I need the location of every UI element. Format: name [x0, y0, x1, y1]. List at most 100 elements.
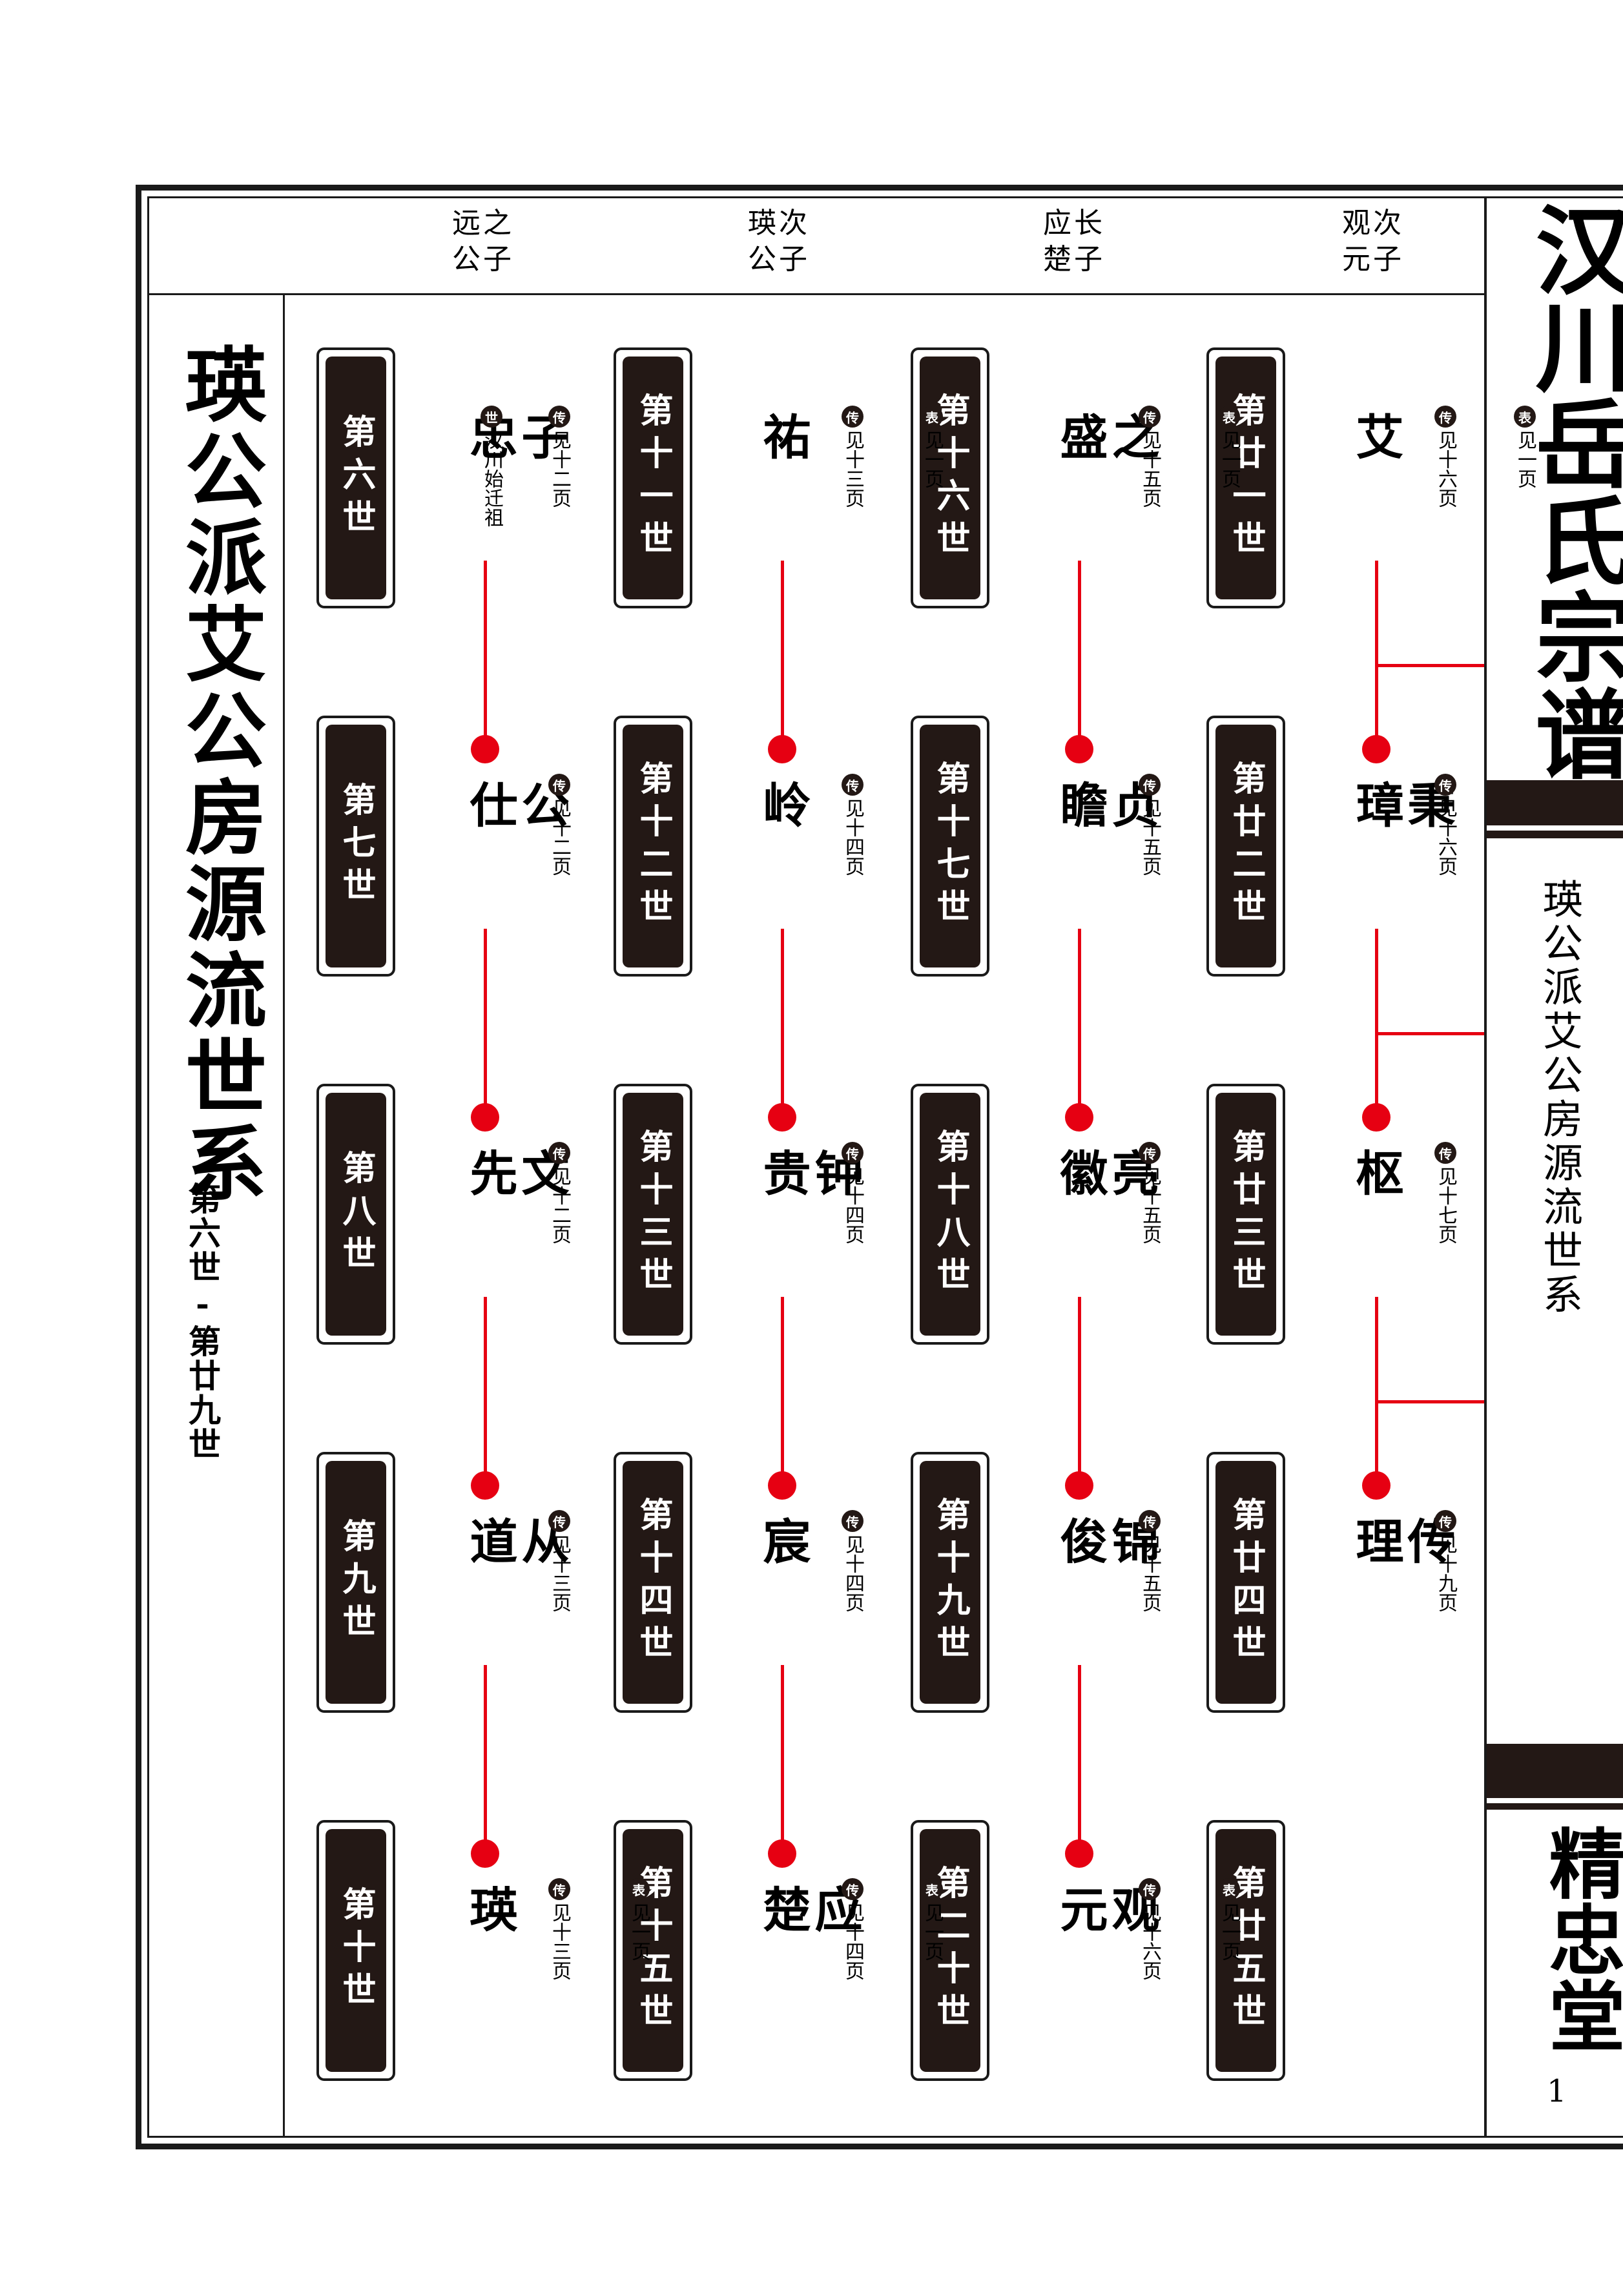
person-references: 传见十二页: [515, 1142, 603, 1244]
generation-label-bg: 第廿三世: [1215, 1093, 1276, 1336]
right-subtitle: 瑛公派艾公房源流世系: [1536, 878, 1583, 1318]
lineage-dot: [471, 1839, 499, 1868]
lineage-dot: [768, 1103, 796, 1132]
person-name: 亮徽: [1052, 1148, 1159, 1199]
zhuan-mark-icon: 传: [842, 406, 863, 428]
biao-mark-icon: 表: [921, 406, 943, 428]
book-title: 汉川岳氏宗谱: [1519, 200, 1623, 781]
person-references: 传见十九页: [1401, 1510, 1489, 1612]
column-header-top: 应长: [1043, 207, 1105, 240]
lineage-line: [1078, 1297, 1081, 1485]
page-reference: 见十六页: [1139, 1903, 1161, 1980]
generation-label-bg: 第廿二世: [1215, 725, 1276, 967]
generation-label: 第九世: [316, 1452, 395, 1713]
lineage-dot: [768, 1839, 796, 1868]
page-reference: 见十四页: [842, 1535, 864, 1612]
column-header-bottom: 楚子: [1043, 243, 1105, 276]
page-reference: 见一页: [1514, 430, 1536, 488]
generation-label-bg: 第十三世: [623, 1093, 683, 1336]
biao-mark-icon: 表: [1218, 406, 1240, 428]
inner-frame: [147, 196, 1623, 2138]
generation-label-bg: 第十四世: [623, 1461, 683, 1704]
reference-column: 传见十六页: [1106, 1878, 1194, 1980]
page-reference: 见一页: [921, 430, 944, 488]
reference-column: 传见十五页: [1106, 406, 1194, 508]
person-references: 传见十五页: [1106, 774, 1194, 876]
generation-label-text: 第十三世: [634, 1129, 672, 1299]
reference-column: 传见十七页: [1401, 1142, 1489, 1244]
generation-label-bg: 第廿一世: [1215, 357, 1276, 599]
lineage-dot: [1362, 1103, 1390, 1132]
generation-label-text: 第七世: [336, 782, 375, 910]
person-references: 表见一页传见十六页: [1106, 1878, 1262, 1980]
generation-label-text: 第十七世: [931, 761, 969, 931]
zhuan-mark-icon: 传: [548, 1142, 570, 1164]
lineage-dot: [768, 1471, 796, 1500]
page-reference: 见十二页: [548, 430, 571, 508]
generation-label: 第廿五世: [1206, 1820, 1285, 2081]
page-reference: 见十二页: [548, 798, 571, 876]
zhuan-mark-icon: 传: [1139, 1510, 1161, 1532]
page-reference: 见一页: [1218, 1903, 1241, 1961]
hall-name: 精忠堂: [1536, 1825, 1623, 2053]
page-reference: 见一页: [1218, 430, 1241, 488]
person-references: 传见十四页: [809, 774, 896, 876]
generation-label-text: 第九世: [336, 1518, 375, 1646]
generation-label-bg: 第廿四世: [1215, 1461, 1276, 1704]
lineage-line: [1078, 561, 1081, 749]
right-panel-divider: [1484, 196, 1487, 2138]
page-reference: 见一页: [921, 1903, 944, 1961]
generation-label-bg: 第六世: [326, 357, 386, 599]
lineage-dot: [471, 1103, 499, 1132]
zhuan-mark-icon: 传: [1434, 1142, 1456, 1164]
person-name: 祐: [755, 412, 811, 462]
header-divider: [147, 293, 1484, 295]
zhuan-mark-icon: 传: [842, 1510, 863, 1532]
generation-label-text: 第廿二世: [1226, 761, 1265, 931]
page-reference: 见十三页: [548, 1535, 571, 1612]
zhuan-mark-icon: 传: [548, 1510, 570, 1532]
page-reference: 见十五页: [1139, 798, 1161, 876]
lineage-line: [1375, 561, 1378, 749]
lineage-line: [1078, 1665, 1081, 1854]
person-references: 传见十三页: [515, 1510, 603, 1612]
column-header-top: 远之: [452, 207, 514, 240]
generation-label-bg: 第十五世: [623, 1829, 683, 2072]
lineage-line: [781, 1297, 784, 1485]
person-name: 瑛: [462, 1885, 517, 1935]
lineage-line: [484, 561, 487, 749]
generation-label-bg: 第十七世: [920, 725, 980, 967]
lineage-dot: [471, 735, 499, 763]
generation-range: 第六世-第廿九世: [183, 1182, 222, 1462]
reference-column: 传见十九页: [1401, 1510, 1489, 1612]
generation-label-text: 第十四世: [634, 1497, 672, 1668]
generation-label-text: 第十二世: [634, 761, 672, 931]
column-header-bottom: 元子: [1342, 243, 1404, 276]
reference-column: 传见十二页: [515, 406, 603, 508]
zhuan-mark-icon: 传: [548, 774, 570, 796]
zhuan-mark-icon: 传: [1434, 1510, 1456, 1532]
title-band-stripe: [1487, 831, 1623, 838]
zhuan-mark-icon: 传: [1139, 774, 1161, 796]
branch-line: [1376, 664, 1484, 667]
page-reference: 见十四页: [842, 798, 864, 876]
zhuan-mark-icon: 传: [842, 1142, 863, 1164]
reference-column: 传见十五页: [1106, 1510, 1194, 1612]
reference-column: 传见十二页: [515, 1142, 603, 1244]
person-name: 秉璋: [1348, 780, 1455, 831]
reference-column: 表见一页: [1196, 1878, 1262, 1980]
outer-frame: [136, 185, 1623, 2149]
reference-column: 表见一页: [899, 1878, 965, 1980]
page-reference: 见十四页: [842, 1166, 864, 1244]
person-name: 文先: [462, 1148, 569, 1199]
hall-band: [1487, 1744, 1623, 1798]
branch-line: [1376, 1032, 1484, 1035]
generation-label-text: 第廿三世: [1226, 1129, 1265, 1299]
generation-label-text: 第十九世: [931, 1497, 969, 1668]
person-references: 传见十四页: [809, 1142, 896, 1244]
person-references: 表见一页传见十六页: [1401, 406, 1558, 508]
generation-label: 第十世: [316, 1820, 395, 2081]
lineage-dot: [1065, 735, 1093, 763]
note-column: 世汉川始迁祖: [437, 406, 546, 527]
generation-label: 第十五世: [614, 1820, 692, 2081]
